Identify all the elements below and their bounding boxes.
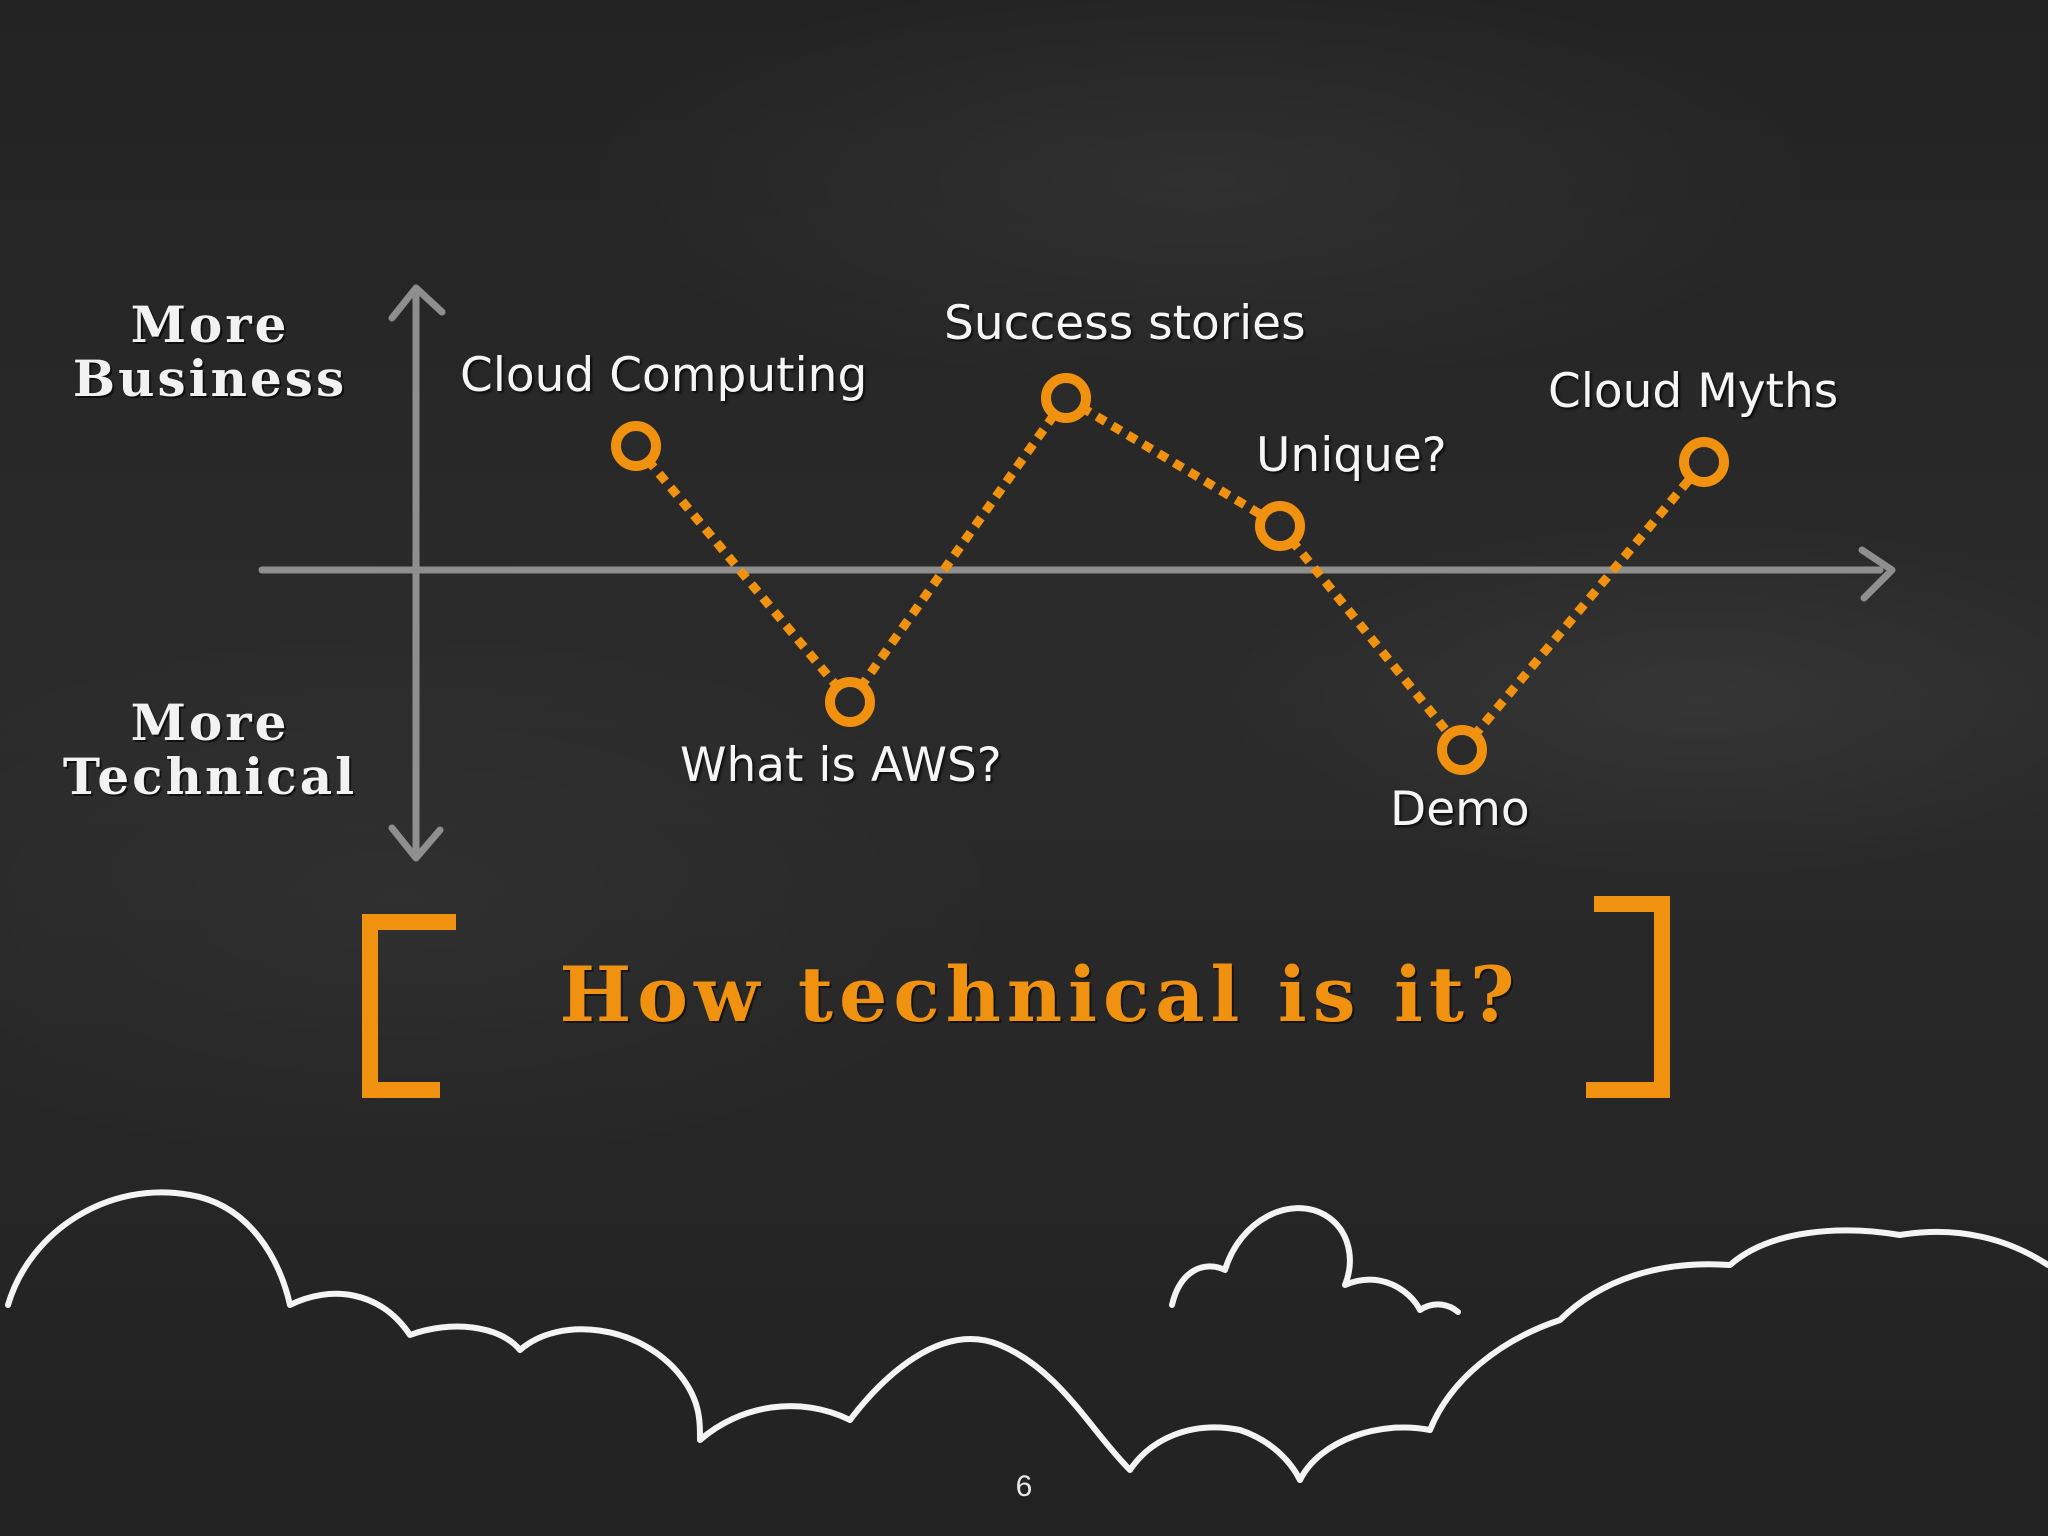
node-label-what-is-aws: What is AWS? [680,738,1002,793]
vertical-axis-arrow-up [388,284,446,322]
topic-node-marker [1679,437,1729,487]
path-segment [1276,523,1466,753]
node-label-demo: Demo [1390,782,1530,837]
topic-node-marker [825,677,875,727]
horizontal-axis-arrow [1858,546,1896,602]
page-number: 6 [1015,1470,1033,1503]
cloud-outline-left [5,1189,853,1443]
axis-label-more-technical: More Technical [62,693,358,806]
path-segment [1458,459,1708,753]
topic-node-marker [1041,373,1091,423]
node-label-success-stories: Success stories [944,296,1306,351]
slide-title: How technical is it? [559,950,1521,1039]
topic-node-marker [1437,725,1487,775]
vertical-axis-arrow-down [388,824,444,862]
cloud-outline-small [1169,1205,1461,1315]
path-segment [846,395,1070,705]
path-segment [1063,394,1283,530]
axis-label-more-business: More Business [72,295,348,408]
topic-node-marker [1255,501,1305,551]
right-bracket-shape [1586,896,1670,1098]
node-label-cloud-myths: Cloud Myths [1548,364,1839,419]
cloud-outline-middle [847,1336,1303,1483]
node-label-unique: Unique? [1256,428,1447,483]
node-label-cloud-computing: Cloud Computing [460,348,868,403]
left-bracket-shape [362,914,456,1098]
cloud-outline-right [1297,1227,2048,1483]
path-segment [632,443,854,705]
topic-node-marker [611,421,661,471]
